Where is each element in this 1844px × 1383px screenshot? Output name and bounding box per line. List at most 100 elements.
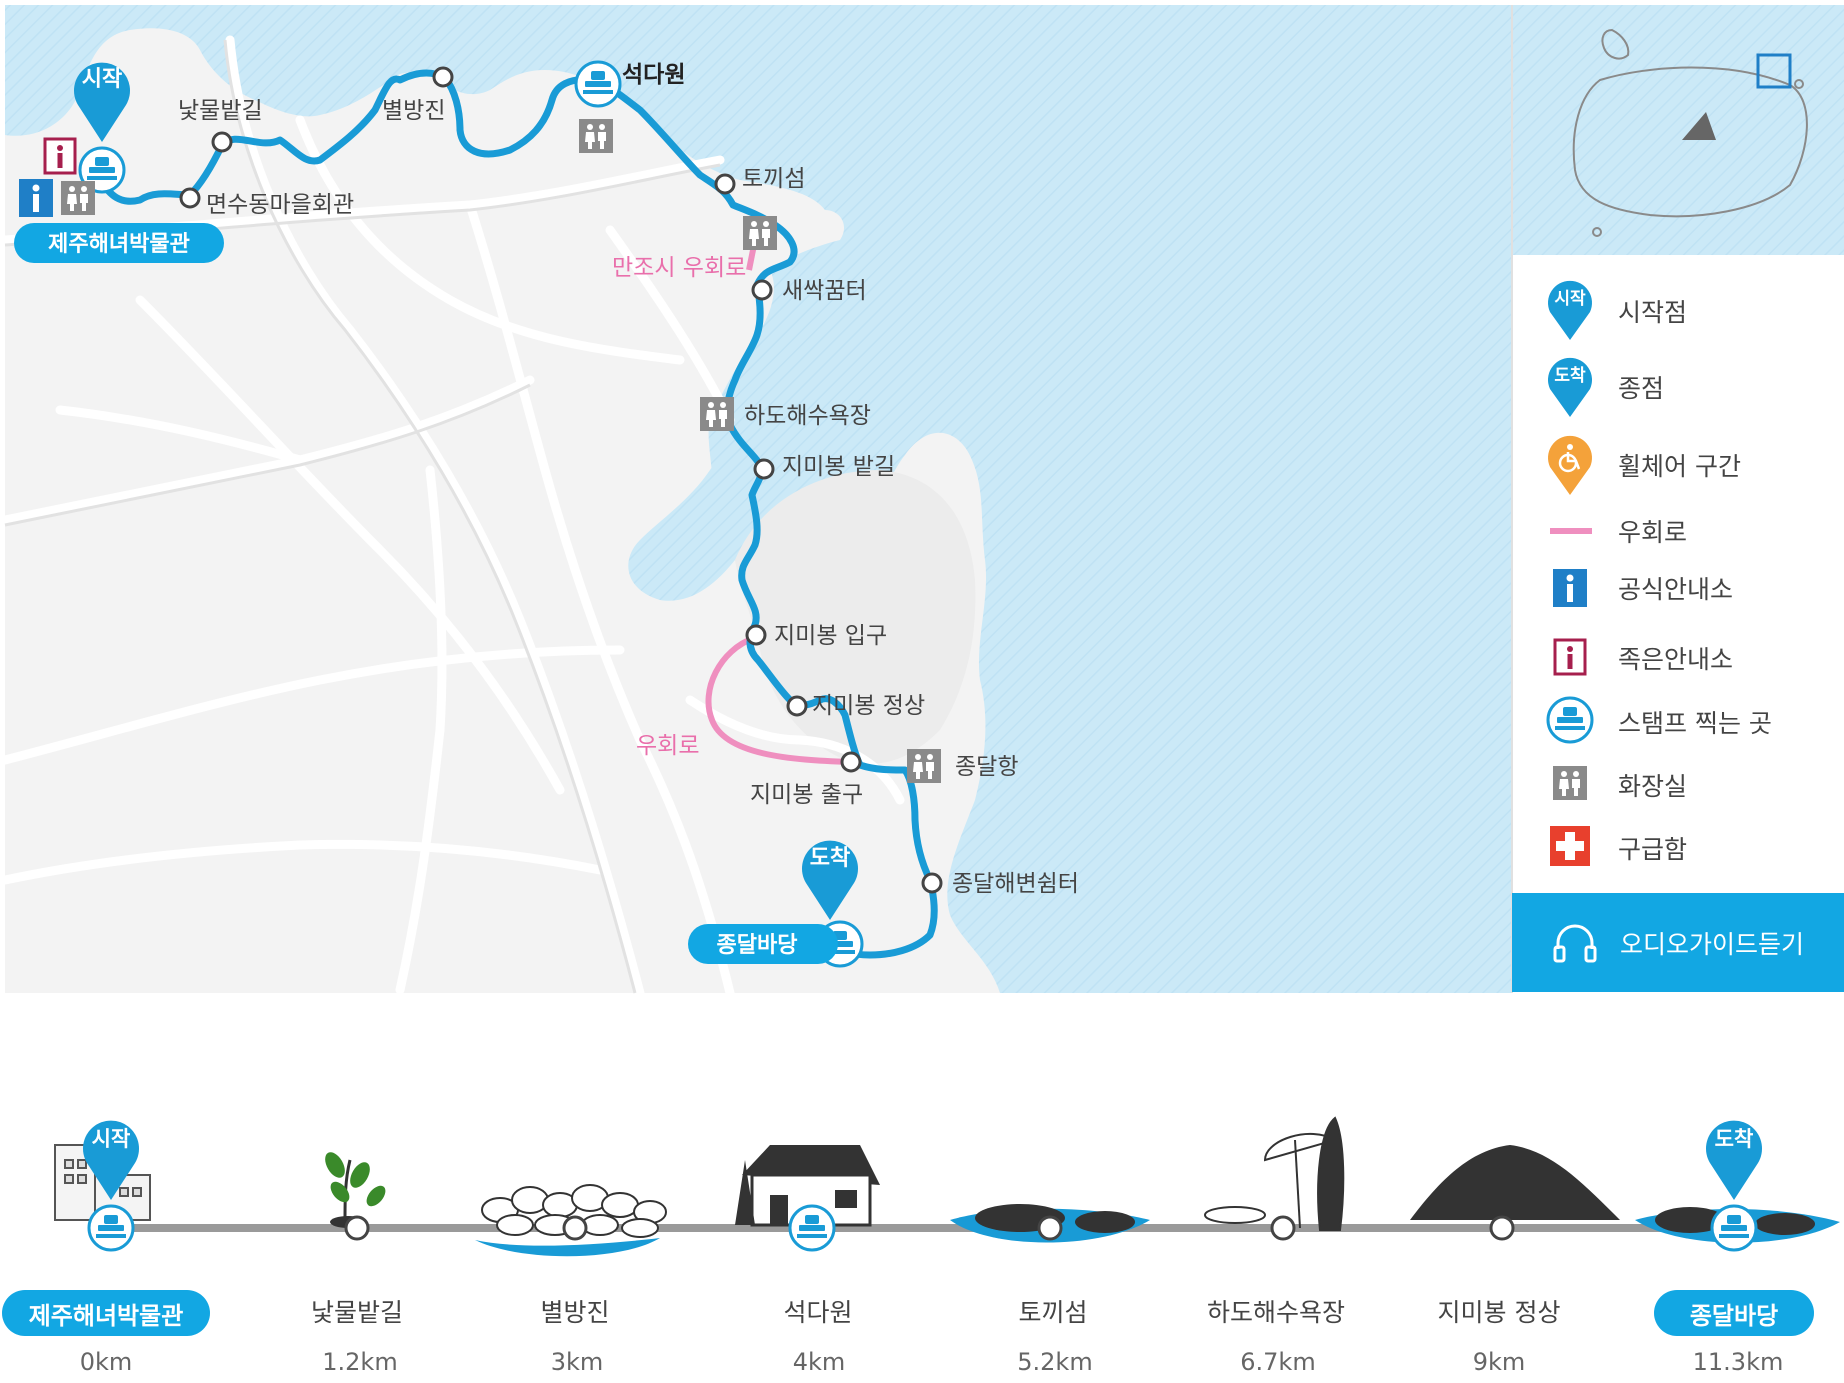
- toilet-icon: [907, 749, 941, 783]
- timeline-name-end: 종달바당: [1654, 1290, 1814, 1336]
- beach-illustration: [1204, 1116, 1345, 1231]
- timeline-stop-tokki[interactable]: [1037, 1215, 1063, 1241]
- waypoint-byeolbang[interactable]: [432, 66, 454, 88]
- timeline-name: 별방진: [540, 1298, 610, 1327]
- label-jimi-entrance: 지미봉 입구: [774, 623, 887, 649]
- end-pin-icon: 도착: [802, 840, 859, 920]
- timeline-distance: 4km: [792, 1348, 846, 1376]
- label-jimi-field: 지미봉 밭길: [782, 454, 895, 480]
- label-jongdal-port: 종달항: [955, 754, 1018, 780]
- headphones-icon: [1553, 924, 1597, 962]
- timeline-name: 하도해수욕장: [1206, 1298, 1345, 1327]
- toilet-icon: [700, 397, 734, 431]
- stone-wall-illustration: [475, 1184, 667, 1257]
- toilet-icon: [743, 216, 777, 250]
- label-jimi-peak: 지미봉 정상: [812, 693, 925, 719]
- label-nakmul: 낯물밭길: [178, 98, 263, 124]
- audio-guide-button[interactable]: 오디오가이드듣기: [1512, 893, 1844, 992]
- label-saessak: 새싹꿈터: [782, 278, 867, 304]
- road-network: [0, 35, 905, 995]
- audio-guide-label: 오디오가이드듣기: [1619, 929, 1804, 959]
- label-jimi-exit: 지미봉 출구: [750, 782, 863, 808]
- svg-text:시작: 시작: [92, 1127, 131, 1151]
- plant-illustration: [325, 1152, 386, 1228]
- svg-text:도착: 도착: [1554, 366, 1586, 386]
- legend-label-stamp: 스탬프 찍는 곳: [1618, 709, 1772, 738]
- legend-label-toilet: 화장실: [1618, 772, 1688, 801]
- legend-toilet-icon: [1553, 766, 1587, 800]
- timeline-distance: 6.7km: [1240, 1348, 1316, 1376]
- timeline-stamp-seokdawon[interactable]: [788, 1204, 836, 1252]
- label-jongdal-rest: 종달해변쉼터: [952, 871, 1079, 897]
- timeline-stop-hado[interactable]: [1270, 1215, 1296, 1241]
- timeline-stamp-end[interactable]: [1710, 1204, 1758, 1252]
- waypoint-tokki[interactable]: [714, 173, 736, 195]
- stamp-icon: [574, 60, 622, 108]
- svg-text:종달바당: 종달바당: [717, 933, 798, 958]
- start-pin-label: 시작: [82, 67, 122, 92]
- label-byeolbang: 별방진: [382, 98, 445, 124]
- locator-map: [1512, 5, 1844, 255]
- legend-info-icon: [1553, 569, 1587, 607]
- timeline-name: 토끼섬: [1018, 1298, 1088, 1327]
- detour-line: [705, 635, 851, 765]
- timeline-name: 석다원: [783, 1298, 853, 1327]
- timeline-name: 낯물밭길: [310, 1298, 403, 1327]
- waypoint-jimi-entrance[interactable]: [745, 624, 767, 646]
- start-pin-icon: 시작: [73, 62, 130, 142]
- svg-text:도착: 도착: [1715, 1127, 1754, 1151]
- legend-start-pin-icon: 시작: [1548, 280, 1593, 340]
- legend-stamp-icon: [1546, 696, 1594, 744]
- label-seokdawon: 석다원: [622, 62, 685, 88]
- legend-label-wheelchair: 휠체어 구간: [1618, 452, 1741, 481]
- timeline-stamp-start[interactable]: [87, 1204, 135, 1252]
- legend-detour-line-icon: [1550, 528, 1592, 534]
- legend-label-detour: 우회로: [1618, 518, 1688, 547]
- legend-first-aid-icon: [1550, 826, 1590, 866]
- legend-label-small-info: 족은안내소: [1618, 645, 1734, 674]
- legend-label-info: 공식안내소: [1618, 575, 1734, 604]
- label-hado-beach: 하도해수욕장: [744, 403, 871, 429]
- legend-label-end: 종점: [1618, 374, 1665, 403]
- label-myeonsu: 면수동마을회관: [206, 192, 354, 218]
- small-info-icon: [43, 137, 77, 175]
- timeline-stop-nakmul[interactable]: [344, 1215, 370, 1241]
- jeju-outline: [1572, 28, 1808, 237]
- end-place-pill: 종달바당: [688, 924, 838, 964]
- legend-end-pin-icon: 도착: [1548, 357, 1593, 417]
- jimibong-area: [735, 470, 976, 764]
- bay-area: [628, 461, 755, 601]
- timeline-distance: 5.2km: [1017, 1348, 1093, 1376]
- route-map: 시작 도착 제주해녀박물관 종달바당 낯물밭길 별방진 석다원 면수동마을회관 …: [0, 5, 1844, 995]
- waypoint-jimi-field[interactable]: [753, 458, 775, 480]
- legend-small-info-icon: [1553, 638, 1587, 676]
- timeline-distance: 0km: [79, 1348, 133, 1376]
- timeline-distance: 1.2km: [322, 1348, 398, 1376]
- label-tokki: 토끼섬: [742, 166, 805, 192]
- waypoint-saessak[interactable]: [751, 279, 773, 301]
- timeline-name: 지미봉 정상: [1437, 1298, 1561, 1327]
- timeline-end-pin-icon: 도착: [1706, 1120, 1762, 1200]
- svg-text:시작: 시작: [1554, 289, 1586, 309]
- legend-label-first-aid: 구급함: [1618, 835, 1688, 864]
- waypoint-jongdal-rest[interactable]: [921, 872, 943, 894]
- legend-label-start: 시작점: [1618, 298, 1688, 327]
- timeline-stop-jimibong[interactable]: [1489, 1215, 1515, 1241]
- waypoint-jimi-exit[interactable]: [840, 751, 862, 773]
- timeline-distance: 3km: [550, 1348, 604, 1376]
- label-detour: 우회로: [636, 733, 699, 759]
- timeline-stop-byeolbang[interactable]: [562, 1215, 588, 1241]
- waypoint-jimi-peak[interactable]: [786, 695, 808, 717]
- start-place-pill: 제주해녀박물관: [14, 223, 224, 263]
- mountain-illustration: [1410, 1145, 1620, 1220]
- route-line: [96, 69, 938, 959]
- svg-text:제주해녀박물관: 제주해녀박물관: [48, 232, 190, 257]
- waypoint-nakmul[interactable]: [211, 131, 233, 153]
- timeline-distance: 9km: [1472, 1348, 1526, 1376]
- info-icon: [19, 179, 53, 217]
- toilet-icon: [61, 181, 95, 215]
- legend-wheelchair-icon: [1548, 435, 1593, 495]
- route-timeline: 시작 도착: [54, 1116, 1840, 1257]
- waypoint-myeonsu[interactable]: [179, 187, 201, 209]
- label-manjo-detour: 만조시 우회로: [612, 255, 746, 281]
